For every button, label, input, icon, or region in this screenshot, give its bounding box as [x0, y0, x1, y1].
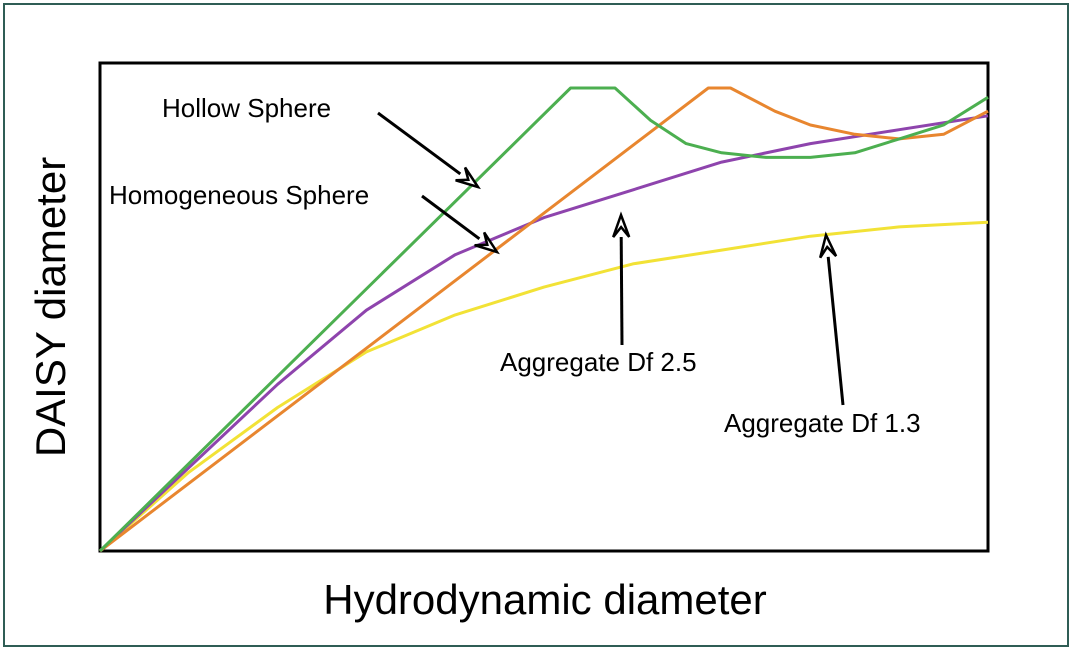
figure-frame — [3, 3, 1069, 647]
plot-area-border — [98, 61, 990, 553]
arrow-aggregate-df-2-5 — [612, 211, 631, 346]
series-layer — [98, 86, 989, 553]
annotation-aggregate-df-1-3: Aggregate Df 1.3 — [724, 408, 921, 438]
series-line-aggregate-df-2-5 — [98, 114, 989, 553]
arrow-aggregate-df-1-3 — [818, 231, 845, 406]
annotation-hollow-sphere: Hollow Sphere — [162, 93, 331, 123]
y-axis-label: DAISY diameter — [27, 157, 74, 457]
annotation-aggregate-df-2-5: Aggregate Df 2.5 — [500, 347, 697, 377]
arrow-homogeneous-sphere — [421, 194, 500, 255]
arrow-hollow-sphere — [377, 111, 481, 190]
series-line-hollow-sphere — [98, 86, 989, 553]
annotation-arrows — [377, 111, 845, 406]
x-axis-label: Hydrodynamic diameter — [323, 576, 767, 623]
series-line-homogeneous-sphere — [99, 86, 989, 553]
annotation-homogeneous-sphere: Homogeneous Sphere — [109, 180, 369, 210]
series-line-aggregate-df-1-3 — [99, 220, 989, 553]
